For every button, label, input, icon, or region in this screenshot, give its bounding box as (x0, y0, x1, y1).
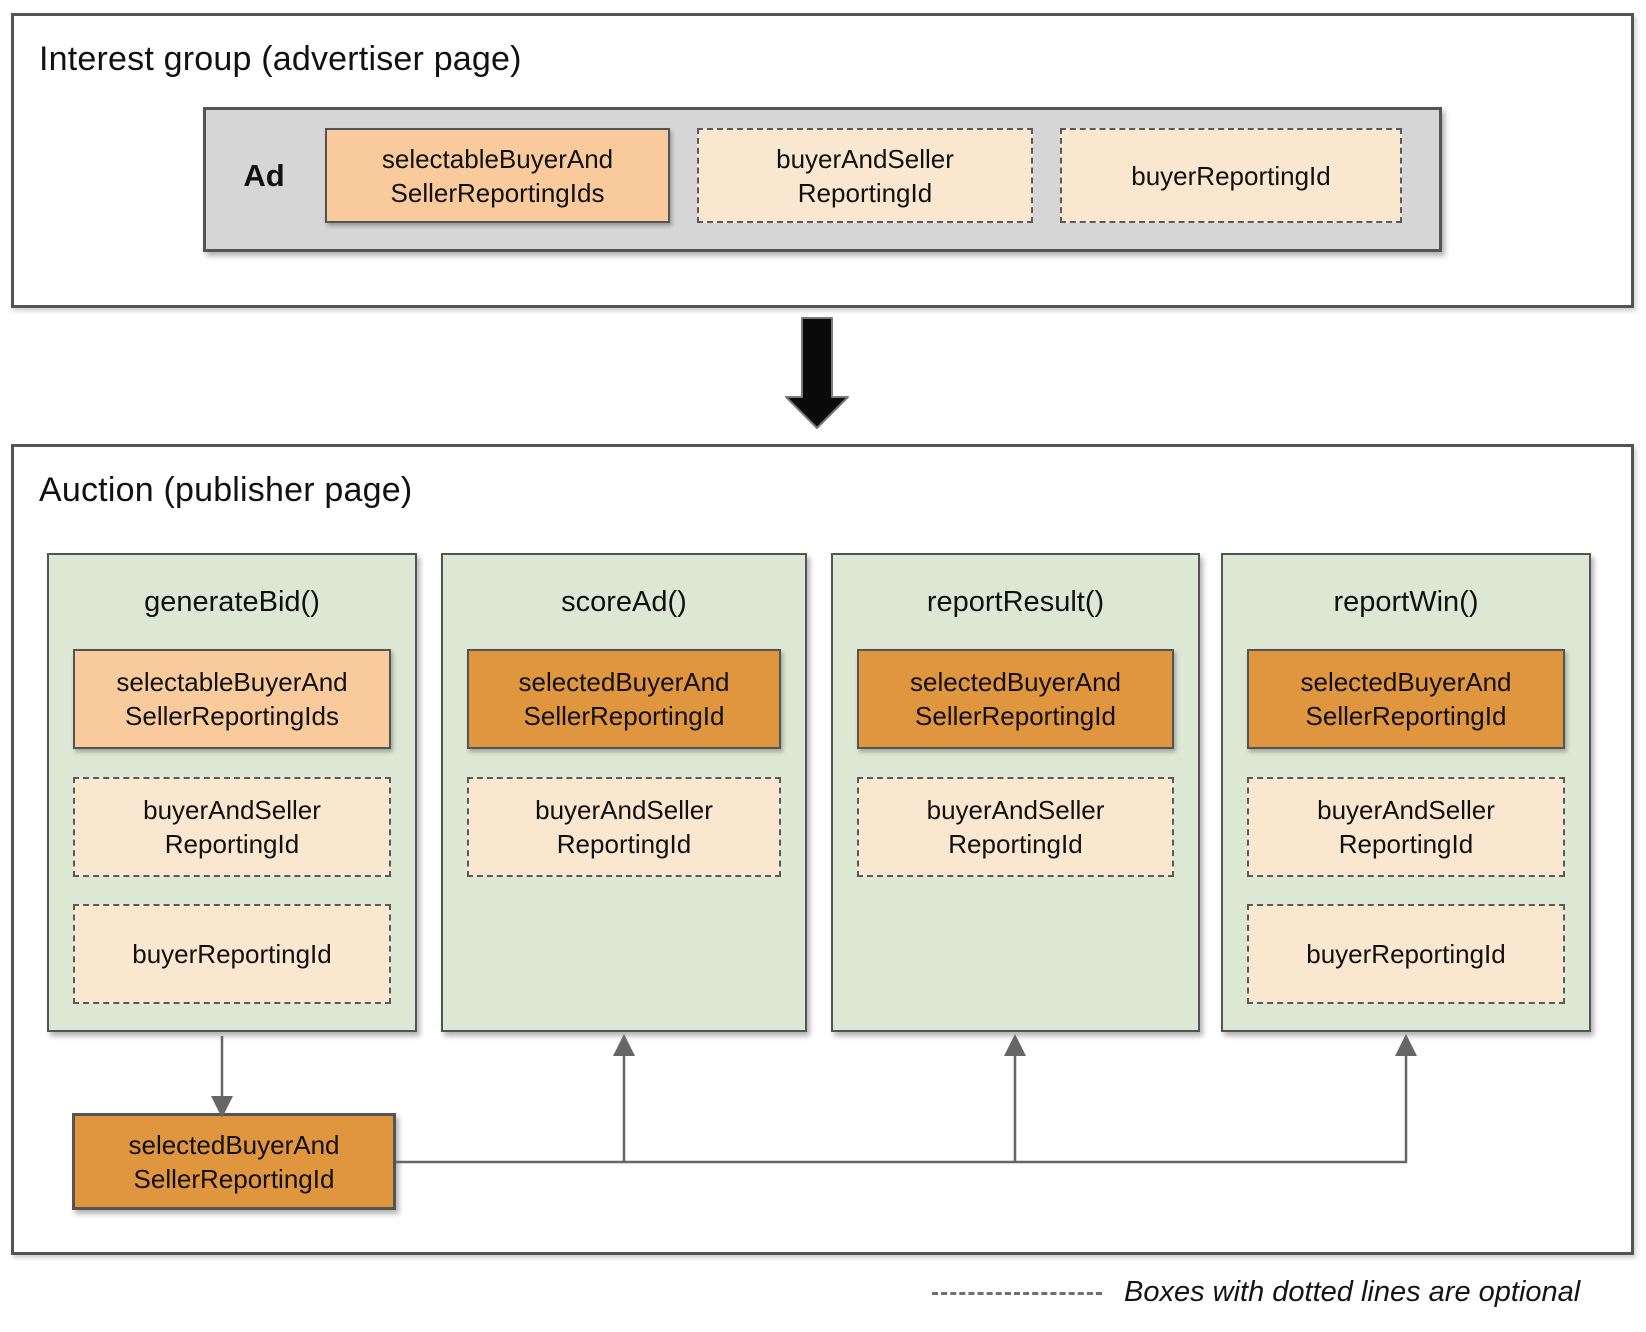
legend-text: Boxes with dotted lines are optional (1124, 1276, 1581, 1308)
ig-selectable-buyer-and-seller-reporting-ids-box: selectableBuyerAnd SellerReportingIds (325, 128, 670, 223)
ig-buyer-reporting-id-box: buyerReportingId (1060, 128, 1402, 223)
column-generatebid: generateBid() selectableBuyerAnd SellerR… (47, 553, 417, 1032)
reportresult-buyer-and-seller-reporting-id-box: buyerAndSeller ReportingId (857, 777, 1174, 877)
scoread-buyer-and-seller-reporting-id-box: buyerAndSeller ReportingId (467, 777, 781, 877)
interest-group-title: Interest group (advertiser page) (39, 40, 522, 78)
flow-down-arrow (785, 317, 849, 429)
scoread-selected-buyer-and-seller-reporting-id-box: selectedBuyerAnd SellerReportingId (467, 649, 781, 749)
generatebid-buyer-reporting-id-box: buyerReportingId (73, 904, 391, 1004)
reportwin-buyer-and-seller-reporting-id-box: buyerAndSeller ReportingId (1247, 777, 1565, 877)
reportresult-selected-buyer-and-seller-reporting-id-box: selectedBuyerAnd SellerReportingId (857, 649, 1174, 749)
column-scoread: scoreAd() selectedBuyerAnd SellerReporti… (441, 553, 807, 1032)
reportwin-selected-buyer-and-seller-reporting-id-box: selectedBuyerAnd SellerReportingId (1247, 649, 1565, 749)
reportresult-header: reportResult() (926, 585, 1105, 618)
legend-dashed-line-sample (932, 1292, 1102, 1295)
scoread-header: scoreAd() (561, 585, 687, 618)
generatebid-selectable-buyer-and-seller-reporting-ids-box: selectableBuyerAnd SellerReportingIds (73, 649, 391, 749)
auction-title: Auction (publisher page) (39, 471, 413, 509)
generatebid-header: generateBid() (144, 585, 320, 618)
generatebid-buyer-and-seller-reporting-id-box: buyerAndSeller ReportingId (73, 777, 391, 877)
ad-label: Ad (243, 157, 285, 193)
column-reportresult: reportResult() selectedBuyerAnd SellerRe… (831, 553, 1200, 1032)
column-reportwin: reportWin() selectedBuyerAnd SellerRepor… (1221, 553, 1591, 1032)
selected-buyer-and-seller-reporting-id-output-box: selectedBuyerAnd SellerReportingId (72, 1113, 396, 1210)
ig-buyer-and-seller-reporting-id-box: buyerAndSeller ReportingId (697, 128, 1033, 223)
reportwin-buyer-reporting-id-box: buyerReportingId (1247, 904, 1565, 1004)
reportwin-header: reportWin() (1333, 585, 1479, 618)
